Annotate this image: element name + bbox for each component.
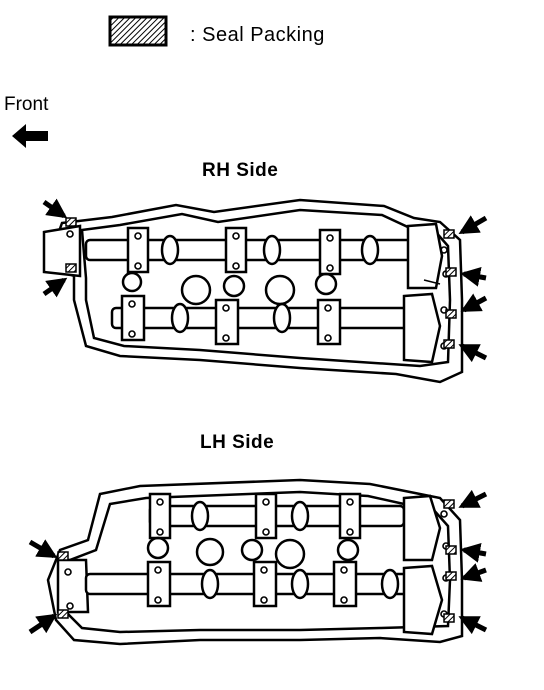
left-arrow-icon xyxy=(12,124,48,148)
rh-seal-points xyxy=(65,217,457,349)
rh-side-title: RH Side xyxy=(202,160,278,181)
front-indicator: Front xyxy=(4,94,49,148)
rh-cylinder-head xyxy=(42,198,464,384)
lh-seal-arrows xyxy=(28,489,488,635)
lh-side-title: LH Side xyxy=(200,432,274,453)
front-label: Front xyxy=(4,94,49,115)
legend-label: : Seal Packing xyxy=(190,24,325,46)
legend: : Seal Packing xyxy=(108,15,325,47)
lh-seal-points xyxy=(57,499,457,623)
rh-seal-arrows xyxy=(42,198,488,363)
seal-packing-swatch xyxy=(108,15,168,47)
lh-cylinder-head xyxy=(46,478,464,646)
